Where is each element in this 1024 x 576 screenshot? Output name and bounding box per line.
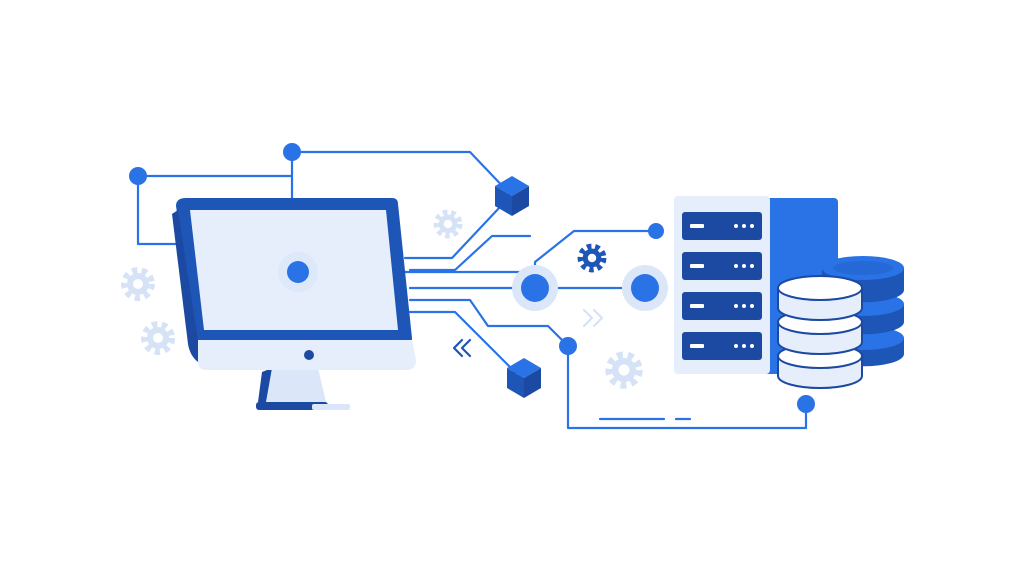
server-unit: [682, 332, 762, 360]
connection-wires: [136, 150, 808, 430]
monitor-stand-edge: [258, 368, 272, 402]
network-node-icon: [287, 261, 309, 283]
monitor-base-highlight: [312, 404, 350, 410]
chevrons-left-icon: [452, 338, 472, 358]
wire-top-to-cube: [290, 150, 512, 196]
gear-icon: [121, 267, 155, 301]
desktop-monitor-icon: [172, 198, 416, 410]
network-node-icon: [797, 395, 815, 413]
gear-icon: [577, 243, 607, 273]
network-node-icon: [648, 223, 664, 239]
gear-icon: [605, 351, 643, 389]
network-node-icon: [521, 274, 549, 302]
server-unit: [682, 252, 762, 280]
monitor-stand: [262, 368, 326, 402]
monitor-chin-shadow: [172, 210, 198, 362]
gear-icon: [141, 321, 175, 355]
wire-to-lower-cube: [408, 310, 517, 374]
cube-icon: [507, 358, 541, 398]
wire-cube-to-monitor: [403, 205, 502, 260]
gear-icon: [433, 209, 463, 239]
monitor-base: [256, 402, 328, 410]
network-node-icon: [631, 274, 659, 302]
database-front-stack: [777, 275, 863, 389]
monitor-power-button: [304, 350, 314, 360]
chevrons-right-icon: [582, 308, 604, 328]
server-unit: [682, 212, 762, 240]
network-node-icon: [129, 167, 147, 185]
server-front-panel: [674, 196, 770, 374]
network-node-icon: [559, 337, 577, 355]
wire-lower-branch: [408, 298, 570, 348]
server-unit: [682, 292, 762, 320]
network-node-icon: [283, 143, 301, 161]
database-cylinder-icon: [777, 256, 904, 389]
cube-icon: [495, 176, 529, 216]
network-nodes: [129, 143, 815, 413]
wire-lower-drop: [566, 344, 808, 430]
wire-upper-branch: [408, 234, 532, 272]
wire-left-loop: [136, 174, 180, 246]
